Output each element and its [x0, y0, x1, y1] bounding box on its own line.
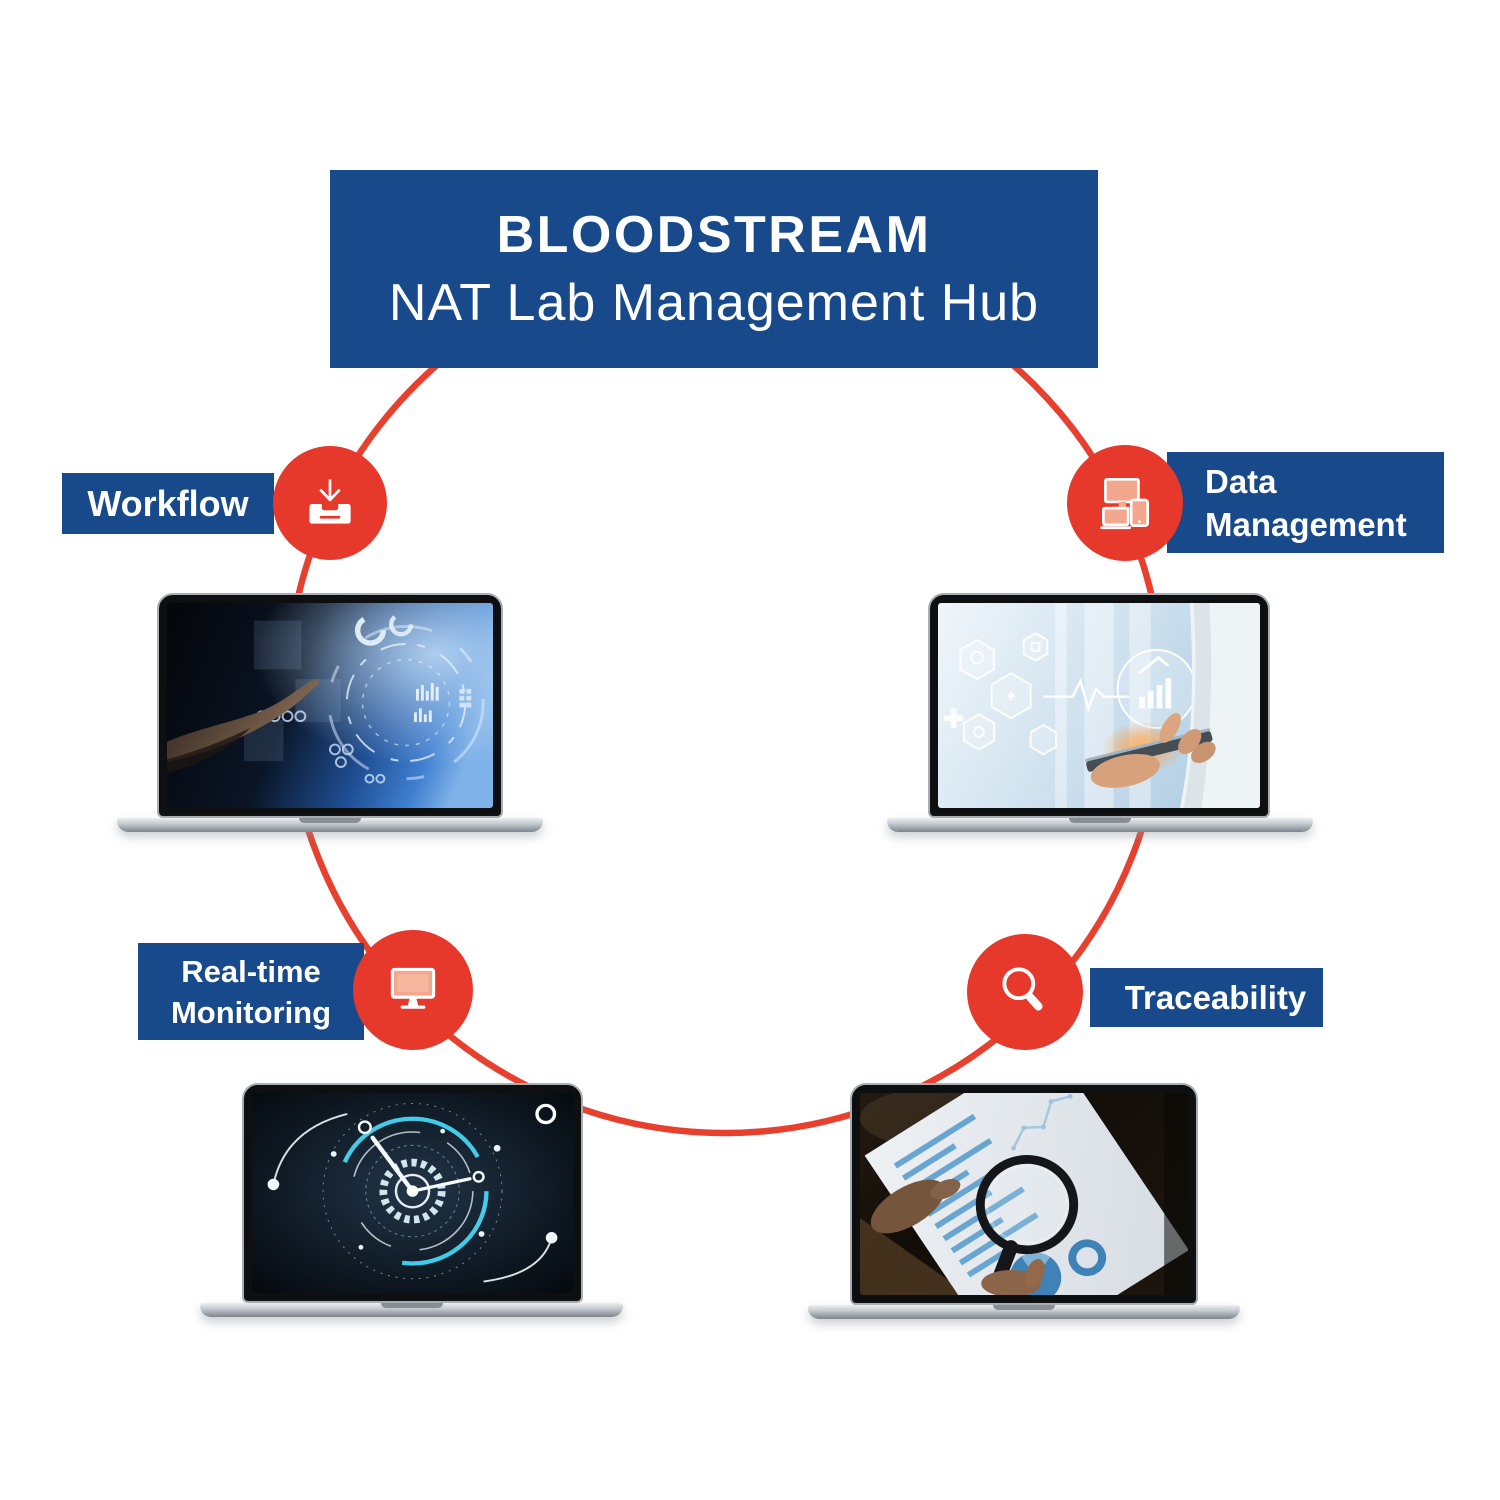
laptop-data-management	[887, 585, 1313, 837]
devices-icon	[1100, 477, 1150, 530]
workflow-node-circle	[273, 446, 387, 560]
workflow-screen-photo	[167, 603, 493, 808]
label-realtime-monitoring: Real-time Monitoring	[138, 943, 364, 1040]
laptop-workflow	[117, 585, 543, 837]
laptop-data-management-base	[887, 818, 1313, 832]
label-workflow-text: Workflow	[87, 482, 249, 524]
label-traceability: Traceability	[1090, 968, 1323, 1027]
label-workflow: Workflow	[62, 473, 274, 534]
title-banner: BLOODSTREAM NAT Lab Management Hub	[330, 170, 1098, 368]
laptop-realtime-monitoring-screen	[242, 1083, 583, 1303]
laptop-realtime-monitoring	[200, 1075, 623, 1323]
traceability-screen-photo	[860, 1093, 1188, 1295]
laptop-workflow-screen	[157, 593, 503, 818]
data-management-node-circle	[1067, 445, 1183, 561]
magnifier-icon	[1002, 967, 1043, 1011]
laptop-workflow-base	[117, 818, 543, 832]
laptop-data-management-screen	[928, 593, 1270, 818]
monitor-icon	[390, 967, 436, 1009]
label-traceability-text: Traceability	[1124, 978, 1307, 1016]
laptop-traceability-screen	[850, 1083, 1198, 1305]
page-subtitle: NAT Lab Management Hub	[388, 274, 1040, 332]
data-management-screen-photo	[938, 603, 1260, 808]
label-realtime-monitoring-line1: Real-time	[181, 953, 321, 989]
laptop-realtime-monitoring-base	[200, 1303, 623, 1317]
laptop-traceability-base	[808, 1305, 1240, 1319]
realtime-monitoring-screen-photo	[252, 1093, 573, 1293]
download-tray-icon	[309, 479, 351, 524]
page-title: BLOODSTREAM	[496, 206, 932, 264]
label-data-management-line1: Data	[1205, 462, 1277, 500]
realtime-monitoring-node-circle	[353, 930, 473, 1050]
laptop-traceability	[808, 1075, 1240, 1325]
label-realtime-monitoring-line2: Monitoring	[170, 994, 332, 1030]
traceability-node-circle	[967, 934, 1083, 1050]
label-data-management-line2: Management	[1205, 505, 1407, 543]
label-data-management: Data Management	[1167, 452, 1444, 553]
